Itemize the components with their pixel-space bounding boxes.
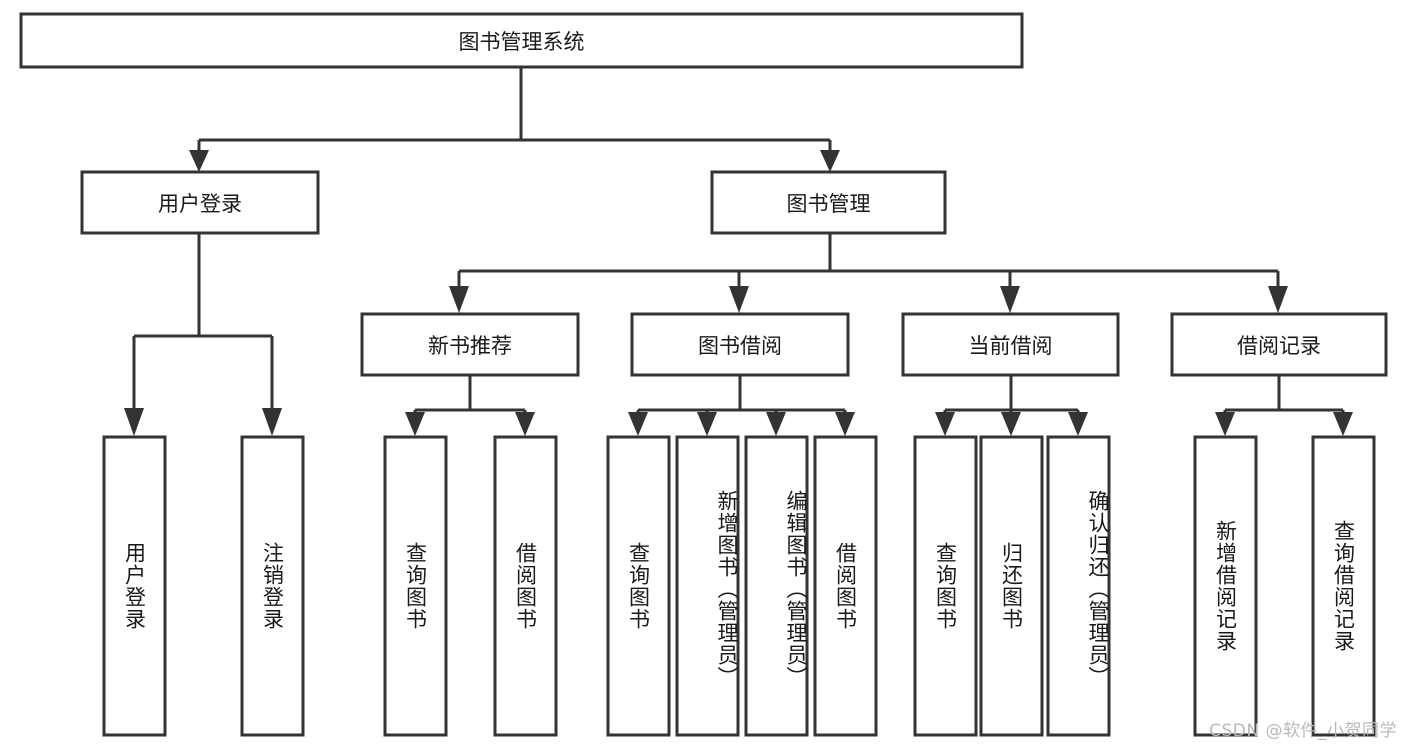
node-new-book-rec[interactable]	[360, 312, 580, 377]
arrow-to-leaf-return-book	[1001, 412, 1021, 436]
node-book-borrow[interactable]	[630, 312, 850, 377]
arrow-to-leaf-query-record	[1333, 412, 1353, 436]
node-book-manage[interactable]	[710, 170, 947, 235]
node-current-borrow[interactable]	[901, 312, 1120, 377]
node-leaf-borrow-book-2[interactable]	[813, 435, 878, 737]
node-leaf-confirm-return[interactable]	[1046, 435, 1111, 737]
arrow-to-leaf-edit-book	[766, 412, 786, 436]
node-leaf-edit-book[interactable]	[744, 435, 809, 737]
arrow-to-leaf-query-book-2	[628, 412, 648, 436]
arrow-to-user-login	[189, 150, 209, 172]
node-leaf-logout[interactable]	[240, 435, 305, 737]
node-leaf-query-record[interactable]	[1311, 435, 1376, 737]
arrow-to-leaf-add-book	[697, 412, 717, 436]
arrow-to-leaf-add-record	[1215, 412, 1235, 436]
arrow-to-leaf-query-book-1	[405, 412, 425, 436]
arrow-to-leaf-confirm-return	[1068, 412, 1088, 436]
arrow-to-borrow-record	[1268, 286, 1288, 313]
node-leaf-borrow-book-1[interactable]	[493, 435, 558, 737]
node-user-login[interactable]	[80, 170, 320, 235]
node-leaf-add-book[interactable]	[675, 435, 740, 737]
node-leaf-add-record[interactable]	[1193, 435, 1258, 737]
node-borrow-record[interactable]	[1170, 312, 1388, 377]
arrow-to-book-manage	[820, 150, 840, 172]
node-leaf-return-book[interactable]	[979, 435, 1044, 737]
arrow-to-leaf-borrow-book-2	[835, 412, 855, 436]
node-leaf-query-book-1[interactable]	[383, 435, 448, 737]
node-leaf-user-login[interactable]	[102, 435, 167, 737]
arrow-to-book-borrow	[729, 286, 749, 313]
node-leaf-query-book-3[interactable]	[913, 435, 978, 737]
node-leaf-query-book-2[interactable]	[606, 435, 671, 737]
arrow-to-leaf-logout	[262, 408, 282, 436]
node-root[interactable]	[19, 12, 1024, 69]
arrow-to-current-borrow	[1000, 286, 1020, 313]
arrow-to-new-book-rec	[449, 286, 469, 313]
arrow-to-leaf-borrow-book-1	[515, 412, 535, 436]
arrow-to-leaf-user-login	[124, 408, 144, 436]
arrow-to-leaf-query-book-3	[935, 412, 955, 436]
